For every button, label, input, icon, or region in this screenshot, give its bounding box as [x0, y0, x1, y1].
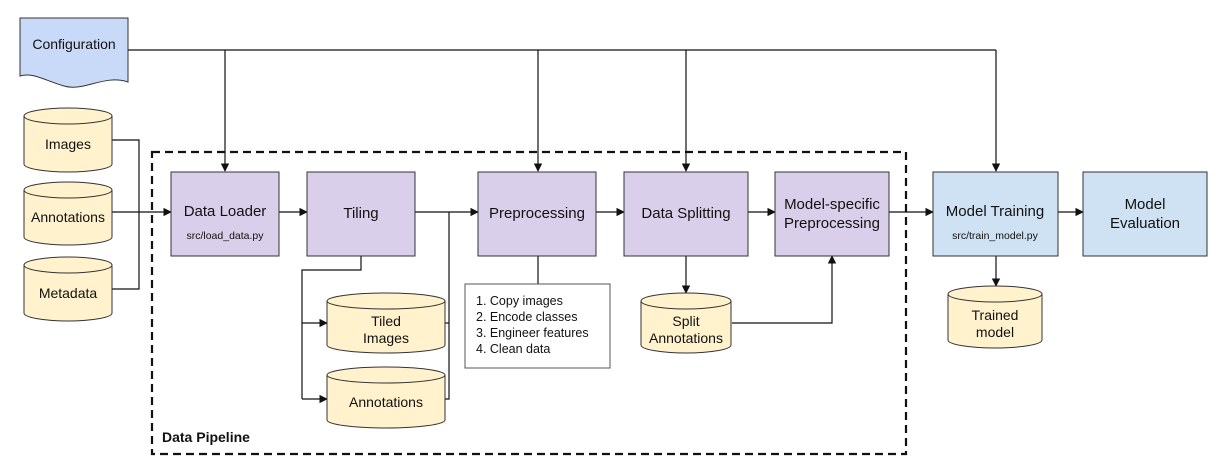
trained-model-line2: model — [976, 324, 1014, 340]
configuration-label: Configuration — [32, 36, 115, 52]
data-loader-path: src/load_data.py — [186, 230, 264, 242]
data-pipeline-group — [150, 150, 908, 456]
preprocessing-steps-note: 1. Copy images 2. Encode classes 3. Engi… — [464, 283, 611, 369]
split-annotations-cylinder: Split Annotations — [640, 292, 732, 354]
data-loader-node: Data Loader src/load_data.py — [170, 171, 280, 257]
split-annotations-line1: Split — [672, 313, 699, 329]
model-training-label: Model Training — [946, 203, 1044, 220]
metadata-label: Metadata — [39, 285, 98, 301]
preprocessing-step-4: 4. Clean data — [476, 342, 550, 356]
model-evaluation-line1: Model — [1125, 196, 1166, 213]
split-annotations-line2: Annotations — [649, 330, 723, 346]
configuration-node: Configuration — [19, 17, 129, 88]
preprocessing-step-3: 3. Engineer features — [476, 326, 589, 340]
edge-tiling-down — [301, 256, 362, 399]
trained-model-cylinder: Trained model — [947, 285, 1043, 349]
data-pipeline-label: Data Pipeline — [162, 429, 250, 445]
images-cylinder: Images — [23, 107, 113, 173]
model-training-path: src/train_model.py — [952, 230, 1039, 242]
model-preprocessing-line1: Model-specific — [784, 196, 880, 213]
model-training-node: Model Training src/train_model.py — [932, 171, 1059, 257]
edge-split-annotations-to-model-preprocessing — [732, 255, 837, 324]
model-evaluation-line2: Evaluation — [1110, 215, 1180, 232]
images-label: Images — [45, 136, 91, 152]
edge-inputs-bracket — [112, 139, 140, 290]
data-splitting-node: Data Splitting — [623, 171, 749, 257]
tiling-label: Tiling — [343, 205, 378, 222]
tiled-annotations-label: Annotations — [349, 394, 423, 410]
tiled-images-cylinder: Tiled Images — [326, 292, 446, 354]
data-loader-label: Data Loader — [184, 203, 267, 220]
data-splitting-label: Data Splitting — [641, 205, 730, 222]
preprocessing-label: Preprocessing — [489, 205, 585, 222]
trained-model-line1: Trained — [972, 307, 1019, 323]
preprocessing-node: Preprocessing — [477, 171, 597, 257]
edge-tiled-annotations-out — [445, 212, 450, 400]
preprocessing-step-1: 1. Copy images — [476, 294, 563, 308]
tiled-images-line2: Images — [363, 330, 409, 346]
annotations-input-label: Annotations — [31, 209, 105, 225]
tiled-images-line1: Tiled — [371, 313, 401, 329]
metadata-cylinder: Metadata — [23, 256, 113, 322]
model-evaluation-node: Model Evaluation — [1082, 171, 1208, 257]
tiled-annotations-cylinder: Annotations — [326, 366, 446, 429]
preprocessing-step-2: 2. Encode classes — [476, 310, 577, 324]
model-preprocessing-line2: Preprocessing — [784, 215, 880, 232]
model-preprocessing-node: Model-specific Preprocessing — [774, 171, 890, 257]
tiling-node: Tiling — [306, 171, 416, 257]
annotations-input-cylinder: Annotations — [23, 181, 113, 246]
